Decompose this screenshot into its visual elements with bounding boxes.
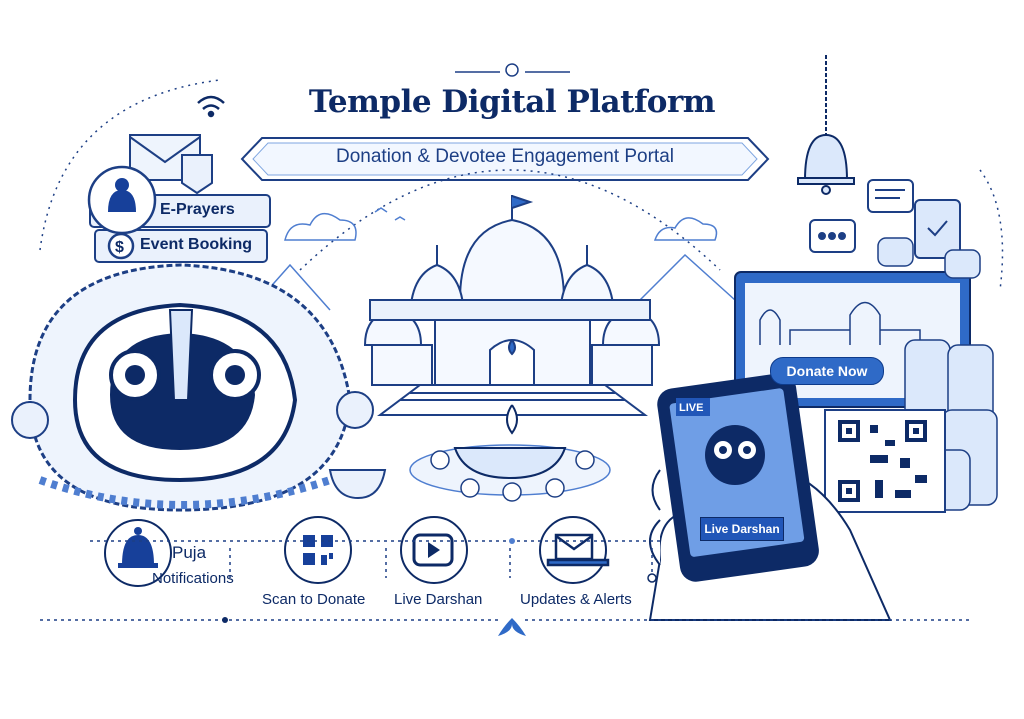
- feature-puja-label[interactable]: Puja: [172, 543, 207, 562]
- ornament-bottom: [498, 618, 526, 636]
- temple-bell-icon: [797, 55, 855, 195]
- play-video-icon: [412, 533, 454, 567]
- coin-stacks: [877, 237, 998, 511]
- page-subtitle: Donation & Devotee Engagement Portal: [336, 146, 674, 167]
- diya-lamp: [409, 404, 611, 502]
- left-card-stack: $: [87, 134, 271, 263]
- feature-event-booking[interactable]: Event Booking: [140, 236, 253, 253]
- feature-scan-to-donate[interactable]: Scan to Donate: [262, 591, 366, 608]
- feature-notifications-label[interactable]: Notifications: [152, 570, 234, 587]
- temple-illustration: [363, 195, 661, 416]
- feature-e-prayers[interactable]: E-Prayers: [160, 201, 235, 218]
- chat-bubble-icons: [809, 179, 961, 259]
- bell-icon: [118, 527, 158, 568]
- dollar-icon: [107, 232, 135, 260]
- deity-face-illustration: [11, 263, 374, 512]
- offering-bowl: [328, 469, 387, 500]
- feature-updates-alerts[interactable]: Updates & Alerts: [520, 591, 632, 608]
- booking-icon: [181, 154, 213, 195]
- live-darshan-button[interactable]: Live Darshan: [700, 517, 784, 541]
- donate-now-button[interactable]: Donate Now: [770, 357, 884, 385]
- svg-text:$: $: [115, 239, 124, 256]
- qr-code-illustration: [824, 409, 946, 513]
- feature-live-darshan[interactable]: Live Darshan: [394, 591, 483, 608]
- page-title: Temple Digital Platform: [308, 84, 716, 120]
- wifi-icon: [197, 95, 225, 118]
- live-tag: LIVE: [679, 402, 704, 414]
- ornament-top: [455, 63, 570, 77]
- scan-donate-circle: [284, 516, 352, 584]
